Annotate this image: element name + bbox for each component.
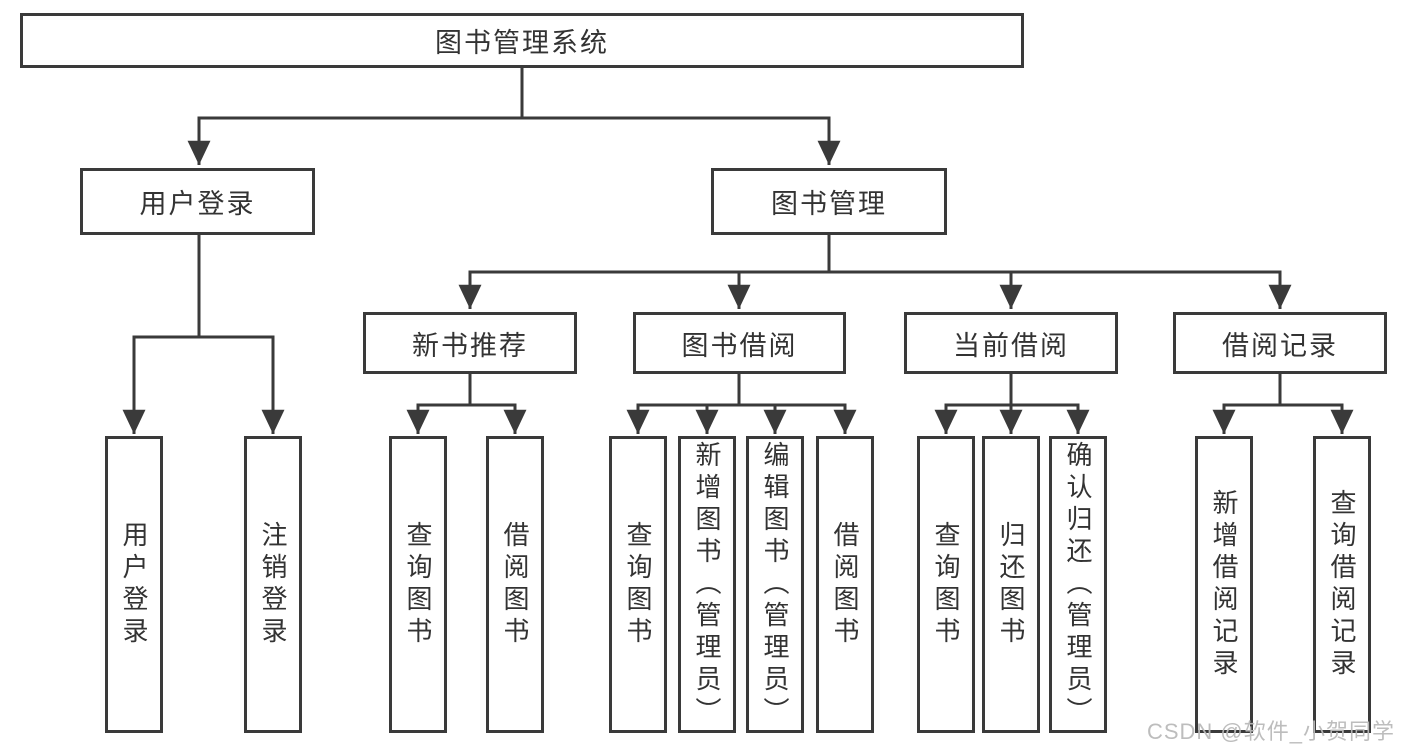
leaf-cb-return-book-label: 归还图书 — [996, 520, 1026, 649]
leaf-nbr-borrow-book: 借阅图书 — [486, 436, 544, 733]
leaf-cb-return-book: 归还图书 — [982, 436, 1040, 733]
leaf-cb-query-book: 查询图书 — [917, 436, 975, 733]
node-library-management-system: 图书管理系统 — [20, 13, 1024, 68]
leaf-nbr-borrow-book-label: 借阅图书 — [500, 520, 530, 649]
node-current-borrow: 当前借阅 — [904, 312, 1118, 374]
leaf-bb-query-book: 查询图书 — [609, 436, 667, 733]
leaf-bb-edit-book-admin: 编辑图书（管理员） — [746, 436, 804, 733]
leaf-bb-edit-book-admin-label: 编辑图书（管理员） — [760, 440, 790, 729]
leaf-cb-confirm-return-admin-label: 确认归还（管理员） — [1063, 440, 1093, 729]
leaf-bb-borrow-book: 借阅图书 — [816, 436, 874, 733]
leaf-br-query-record-label: 查询借阅记录 — [1327, 488, 1357, 681]
node-new-book-recommend: 新书推荐 — [363, 312, 577, 374]
leaf-cb-query-book-label: 查询图书 — [931, 520, 961, 649]
leaf-user-login: 用户登录 — [105, 436, 163, 733]
node-user-login: 用户登录 — [80, 168, 315, 235]
leaf-br-add-record: 新增借阅记录 — [1195, 436, 1253, 733]
leaf-user-login-label: 用户登录 — [119, 520, 149, 649]
csdn-watermark: CSDN @软件_小贺同学 — [1146, 719, 1395, 744]
node-book-management: 图书管理 — [711, 168, 947, 235]
leaf-cb-confirm-return-admin: 确认归还（管理员） — [1049, 436, 1107, 733]
node-book-borrow: 图书借阅 — [633, 312, 846, 374]
leaf-nbr-query-book-label: 查询图书 — [403, 520, 433, 649]
leaf-bb-borrow-book-label: 借阅图书 — [830, 520, 860, 649]
leaf-br-query-record: 查询借阅记录 — [1313, 436, 1371, 733]
leaf-br-add-record-label: 新增借阅记录 — [1209, 488, 1239, 681]
leaf-bb-add-book-admin: 新增图书（管理员） — [678, 436, 736, 733]
leaf-bb-add-book-admin-label: 新增图书（管理员） — [692, 440, 722, 729]
leaf-bb-query-book-label: 查询图书 — [623, 520, 653, 649]
leaf-logout-login: 注销登录 — [244, 436, 302, 733]
leaf-logout-login-label: 注销登录 — [258, 520, 288, 649]
leaf-nbr-query-book: 查询图书 — [389, 436, 447, 733]
node-borrow-records: 借阅记录 — [1173, 312, 1387, 374]
